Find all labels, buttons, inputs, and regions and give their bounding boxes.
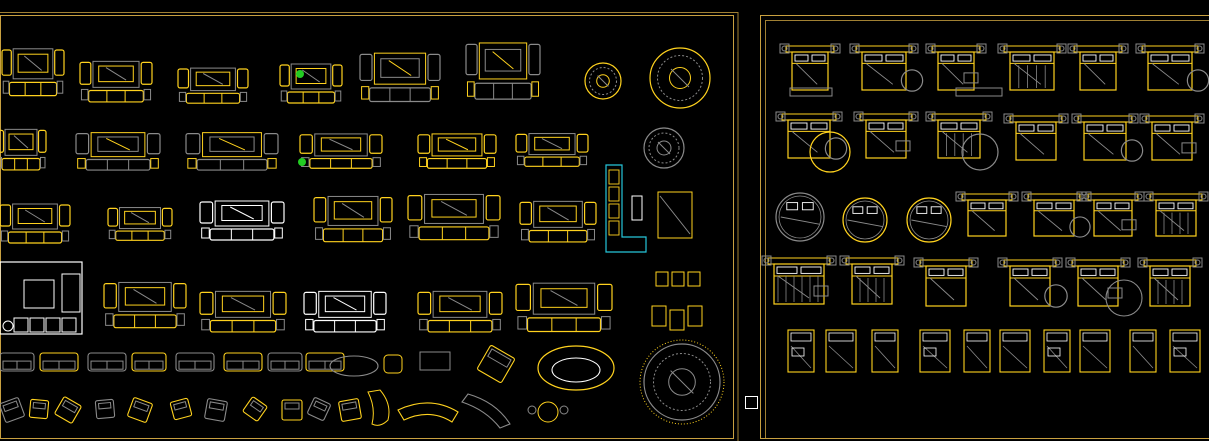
- bed-row-2[interactable]: [775, 111, 1205, 173]
- sofa-set-row-1[interactable]: [1, 42, 711, 109]
- bed-row-1[interactable]: [779, 43, 1209, 97]
- sofa-row-5[interactable]: [0, 339, 725, 425]
- bed-row-3[interactable]: [775, 191, 1209, 243]
- sofa-set-row-4[interactable]: [0, 261, 703, 335]
- sofa-set-row-3[interactable]: [0, 164, 693, 253]
- drawing-marker: [745, 396, 758, 409]
- bedroom-sheet-frame: [760, 15, 1209, 439]
- bedroom-blocks: [761, 43, 1209, 373]
- sofa-set-row-2[interactable]: [0, 127, 685, 171]
- chair-row-6[interactable]: [0, 389, 569, 429]
- living-room-sheet-frame: [0, 12, 739, 441]
- bed-row-4[interactable]: [761, 255, 1203, 317]
- bed-row-5[interactable]: [787, 329, 1201, 373]
- living-room-blocks: [0, 42, 725, 429]
